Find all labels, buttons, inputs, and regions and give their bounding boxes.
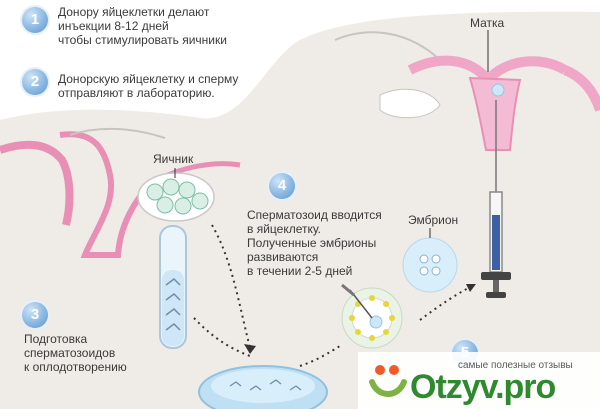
ovary-label: Яичник xyxy=(153,152,194,166)
step-badge-4: 4 xyxy=(269,173,295,199)
step-3-text: Подготовка сперматозоидов к оплодотворен… xyxy=(24,332,127,374)
petri-dish xyxy=(198,365,328,409)
step-3-line: к оплодотворению xyxy=(24,360,127,374)
egg-cell xyxy=(162,178,180,196)
step-1-line: чтобы стимулировать яичники xyxy=(58,33,227,47)
egg-cell xyxy=(174,197,192,215)
step-2-line: Донорскую яйцеклетку и сперму xyxy=(58,72,239,86)
step-4-line: в течении 2-5 дней xyxy=(247,264,353,278)
step-4-line: развиваются xyxy=(247,250,319,264)
arrow-tube-to-dish xyxy=(193,317,251,357)
background-panel xyxy=(0,11,600,409)
step-badge-1: 1 xyxy=(22,7,48,33)
step-1-line: инъекции 8-12 дней xyxy=(58,19,169,33)
watermark-logo: Otzyv.pro xyxy=(410,368,556,406)
watermark-backdrop xyxy=(358,352,600,409)
uterus-label: Матка xyxy=(470,16,505,30)
step-2-text: Донорскую яйцеклетку и сперму отправляют… xyxy=(58,72,238,100)
arrow-heads xyxy=(244,284,476,354)
right-uterus xyxy=(334,30,600,151)
syringe xyxy=(481,100,511,298)
step-4-line: Полученные эмбрионы xyxy=(247,236,377,250)
smiley-logo-icon xyxy=(369,365,407,397)
egg-cell xyxy=(191,192,209,210)
step-4-line: Сперматозоид вводится xyxy=(247,208,382,222)
egg-cell xyxy=(146,183,164,201)
egg-cell xyxy=(178,181,196,199)
step-2-line: отправляют в лабораторию. xyxy=(58,86,215,100)
step-4-text: Сперматозоид вводится в яйцеклетку. Полу… xyxy=(247,208,382,278)
step-3-line: Подготовка xyxy=(24,332,88,346)
test-tube xyxy=(159,225,187,349)
step-1-line: Донору яйцеклетки делают xyxy=(58,5,210,19)
watermark-tagline: самые полезные отзывы xyxy=(458,360,573,371)
ovary-cluster xyxy=(137,168,215,222)
embryo-cell xyxy=(402,228,458,293)
embryo-in-uterus xyxy=(491,83,505,97)
egg-injection xyxy=(341,283,403,349)
flow-arrows xyxy=(193,224,473,367)
step-3-line: сперматозоидов xyxy=(24,346,116,360)
step-badge-2: 2 xyxy=(22,69,48,95)
step-1-text: Донору яйцеклетки делают инъекции 8-12 д… xyxy=(58,5,227,47)
arrow-dish-to-injection xyxy=(299,345,341,367)
left-uterus xyxy=(0,127,241,258)
egg-cell xyxy=(156,196,174,214)
step-4-line: в яйцеклетку. xyxy=(247,222,321,236)
arrow-ovary-to-dish xyxy=(211,224,251,349)
embryo-label: Эмбрион xyxy=(408,213,459,227)
step-badge-3: 3 xyxy=(22,302,48,328)
